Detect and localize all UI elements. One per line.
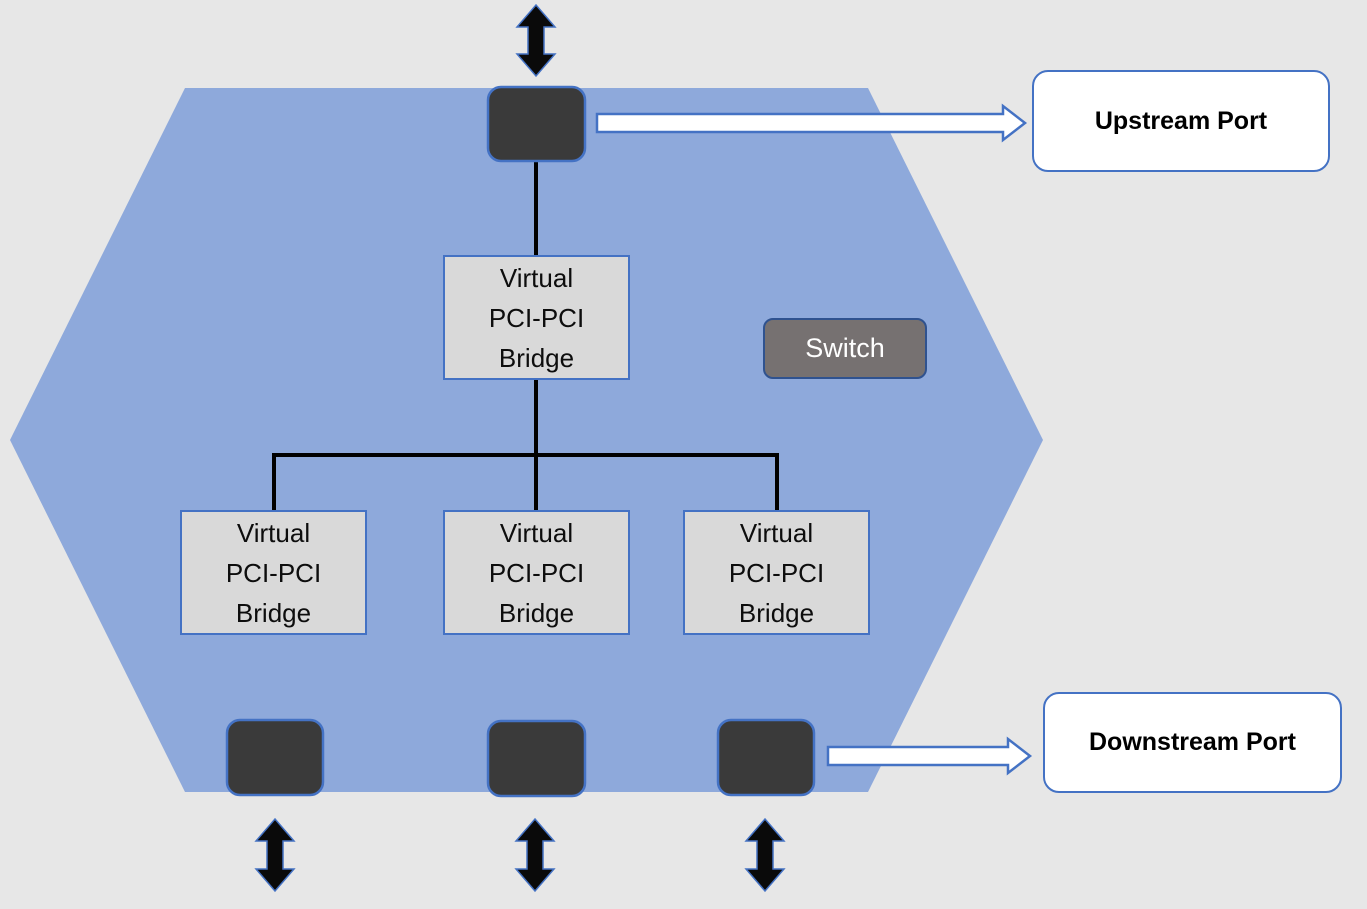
upstream-port-label: Upstream Port <box>1032 70 1330 172</box>
bridge-label-line: PCI-PCI <box>488 557 585 588</box>
virtual-pci-bridge-right: Virtual PCI-PCI Bridge <box>683 510 870 635</box>
upstream-port-square <box>486 85 587 163</box>
bridge-label-line: Virtual <box>499 262 574 293</box>
updown-arrow-icon <box>744 817 786 893</box>
bridge-label-line: Virtual <box>499 517 574 548</box>
updown-arrow-icon <box>514 817 556 893</box>
downstream-port-label: Downstream Port <box>1043 692 1342 793</box>
bridge-label-line: Bridge <box>738 597 815 628</box>
bridge-label-line: Bridge <box>498 342 575 373</box>
connector-bus <box>272 453 779 513</box>
bridge-label-line: PCI-PCI <box>488 302 585 333</box>
upstream-port-label-text: Upstream Port <box>1094 106 1268 135</box>
bridge-label-line: Bridge <box>498 597 575 628</box>
bridge-label-line: PCI-PCI <box>728 557 825 588</box>
right-arrow-icon <box>595 103 1028 143</box>
downstream-port-square-1 <box>225 718 325 797</box>
bridge-label-line: Bridge <box>235 597 312 628</box>
virtual-pci-bridge-left: Virtual PCI-PCI Bridge <box>180 510 367 635</box>
switch-body-hexagon <box>10 88 1043 792</box>
bridge-label-line: Virtual <box>739 517 814 548</box>
updown-arrow-icon <box>515 3 557 78</box>
downstream-port-label-text: Downstream Port <box>1089 728 1296 756</box>
switch-badge-label: Switch <box>805 333 885 363</box>
virtual-pci-bridge-top: Virtual PCI-PCI Bridge <box>443 255 630 380</box>
downstream-port-square-3 <box>716 718 816 797</box>
downstream-port-square-2 <box>486 719 587 798</box>
right-arrow-icon <box>826 736 1033 776</box>
virtual-pci-bridge-center: Virtual PCI-PCI Bridge <box>443 510 630 635</box>
updown-arrow-icon <box>254 817 296 893</box>
bridge-label-line: Virtual <box>236 517 311 548</box>
bridge-label-line: PCI-PCI <box>225 557 322 588</box>
switch-badge: Switch <box>763 318 927 379</box>
